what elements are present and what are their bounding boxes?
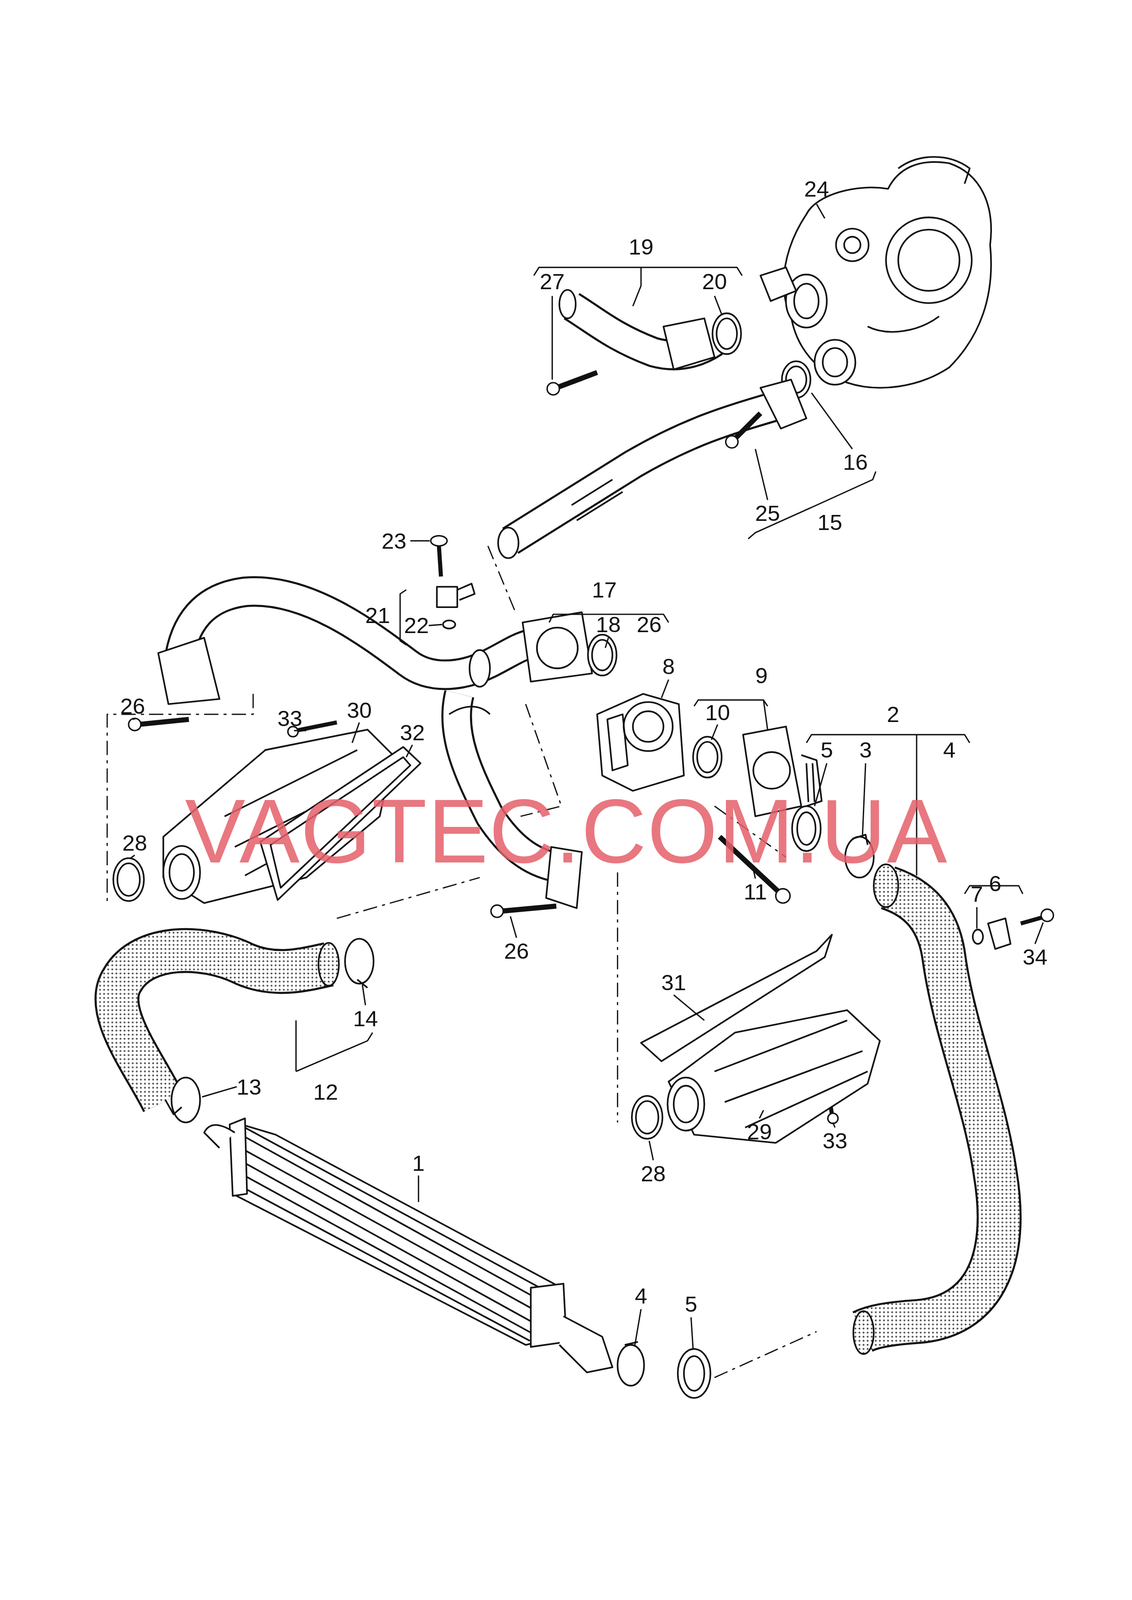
callout-number: 22 [403,614,429,637]
callout-number: 10 [704,701,731,724]
callout-number: 14 [353,1007,379,1030]
callout-number: 4 [943,739,956,762]
callout-number: 18 [595,613,621,637]
leader-lines [130,204,1044,1350]
callout-number: 21 [365,604,391,627]
callout-number: 5 [684,1293,698,1316]
callout-number: 20 [702,270,728,293]
callout-number: 26 [504,940,530,963]
callout-number: 8 [662,655,675,678]
callout-number: 16 [842,451,868,474]
callout-number: 17 [591,579,617,602]
callout-number: 4 [634,1285,647,1308]
hose-clamps [165,938,711,1399]
callout-number: 27 [539,270,565,293]
callout-number: 30 [346,699,372,722]
callout-number: 1 [412,1152,425,1175]
callout-number: 6 [989,872,1002,896]
callout-number: 12 [312,1080,339,1104]
callout-number: 26 [120,695,146,718]
intercooler [203,1118,613,1373]
clip [972,918,1011,950]
callout-number: 29 [746,1121,773,1144]
callout-number: 7 [970,882,983,906]
callout-number: 32 [400,721,426,745]
callout-number: 23 [381,529,407,553]
callout-number: 34 [1022,946,1048,969]
guide-lines [107,546,817,1378]
callout-number: 5 [820,739,833,762]
charge-air-hose [116,864,1000,1355]
turbocharger [760,156,992,388]
callout-number: 19 [628,235,654,259]
pressure-pipe [559,289,811,398]
callout-number: 28 [122,831,148,855]
callout-number: 3 [859,739,872,762]
charge-air-pipe [498,379,807,559]
callout-number: 33 [822,1130,848,1153]
callout-number: 31 [661,971,687,995]
callout-number: 13 [236,1075,262,1099]
callout-number: 11 [743,881,767,904]
callout-number: 15 [817,511,843,534]
callout-number: 28 [641,1162,667,1185]
callout-number: 9 [755,664,768,687]
callout-number: 25 [755,502,781,525]
watermark: VAGTEC.COM.UA [184,786,948,877]
bolts [128,372,1054,1125]
callout-number: 26 [636,613,663,637]
callout-number: 2 [886,703,900,726]
callout-number: 33 [277,707,303,730]
pressure-sensor [437,584,475,629]
callout-number: 24 [803,177,830,200]
